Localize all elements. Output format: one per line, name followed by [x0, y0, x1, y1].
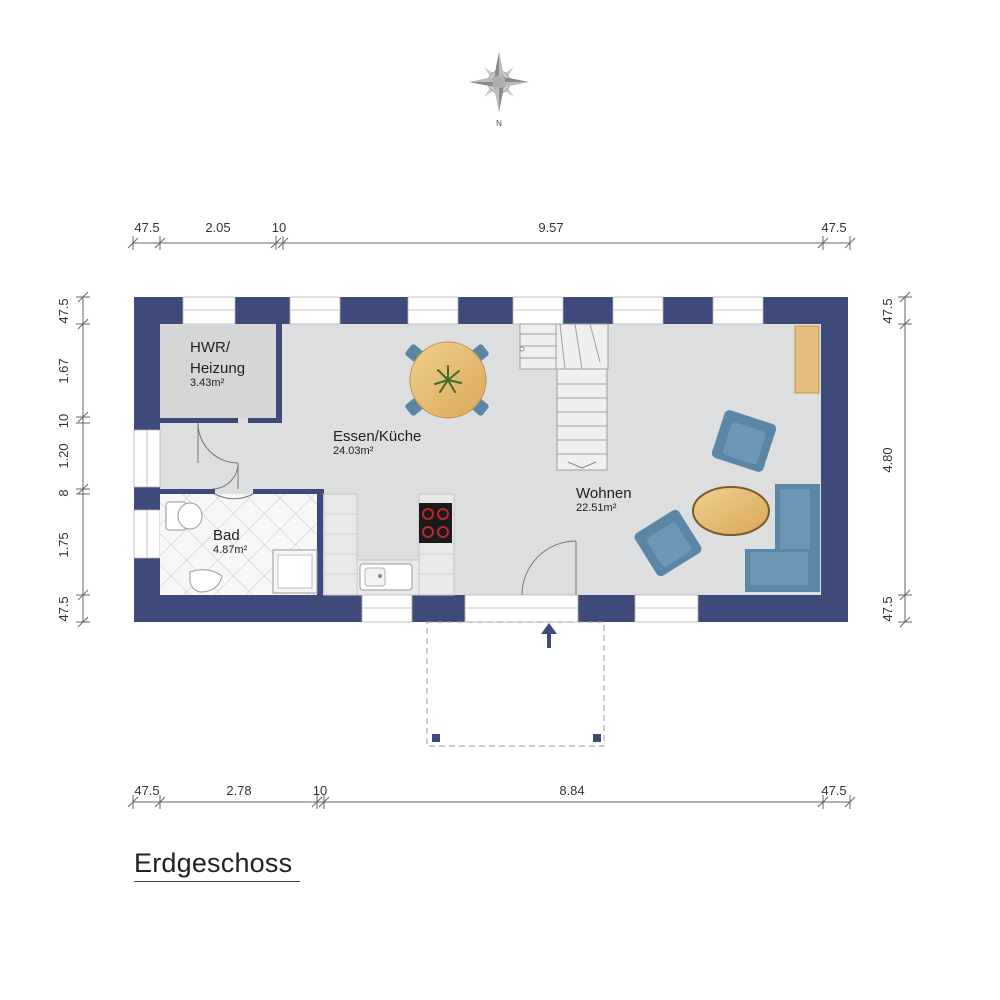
dim-top-2: 2.05 [205, 220, 230, 235]
compass-icon [469, 52, 529, 112]
dim-top-1: 47.5 [134, 220, 159, 235]
room-bad-area: 4.87m² [213, 544, 248, 556]
dim-left-5: 8 [56, 489, 71, 496]
room-essen-area: 24.03m² [333, 445, 374, 457]
entrance-area [426, 621, 605, 747]
room-hwr-name-2: Heizung [190, 360, 245, 377]
dim-bottom-5: 47.5 [821, 783, 846, 798]
dim-bottom-4: 8.84 [559, 783, 584, 798]
entrance-arrow-icon [541, 623, 557, 648]
top-dimension-line [127, 236, 856, 250]
armchair-top [711, 410, 777, 472]
toilet-icon [165, 501, 203, 531]
plant-icon [434, 365, 462, 393]
dim-left-4: 1.20 [56, 443, 71, 468]
cabinet [794, 325, 820, 394]
hwr-floor [160, 324, 276, 418]
top-windows [182, 296, 764, 325]
dim-top-5: 47.5 [821, 220, 846, 235]
dim-left-6: 1.75 [56, 532, 71, 557]
dim-right-2: 4.80 [880, 447, 895, 472]
dim-left-2: 1.67 [56, 358, 71, 383]
interior-walls [160, 324, 324, 595]
title-underline [134, 881, 300, 882]
bottom-windows [361, 594, 699, 623]
bottom-dimension-line [127, 795, 856, 809]
coffee-table [692, 486, 770, 536]
compass-north-label: N [496, 119, 502, 128]
dim-bottom-3: 10 [313, 783, 327, 798]
room-wohnen-area: 22.51m² [576, 502, 617, 514]
dim-top-4: 9.57 [538, 220, 563, 235]
room-bad-name: Bad [213, 527, 240, 544]
dim-right-1: 47.5 [880, 298, 895, 323]
sofa [745, 484, 820, 592]
dim-left-3: 10 [56, 414, 71, 428]
dim-bottom-2: 2.78 [226, 783, 251, 798]
room-hwr-name-1: HWR/ [190, 339, 231, 356]
shower-icon [272, 549, 318, 594]
left-dimension-line [76, 291, 90, 628]
dim-left-7: 47.5 [56, 596, 71, 621]
room-essen-name: Essen/Küche [333, 428, 421, 445]
staircase [519, 323, 609, 471]
dim-left-1: 47.5 [56, 298, 71, 323]
dim-top-3: 10 [272, 220, 286, 235]
dim-right-3: 47.5 [880, 596, 895, 621]
plan-title: Erdgeschoss [134, 848, 293, 878]
room-hwr-area: 3.43m² [190, 377, 225, 389]
armchair-bottom [634, 509, 702, 577]
room-wohnen-name: Wohnen [576, 485, 632, 502]
door-swings [197, 422, 577, 596]
washbasin-icon [189, 569, 223, 593]
dim-bottom-1: 47.5 [134, 783, 159, 798]
cooktop-icon [419, 503, 452, 543]
right-dimension-line [898, 291, 912, 628]
sink-icon [359, 563, 413, 591]
